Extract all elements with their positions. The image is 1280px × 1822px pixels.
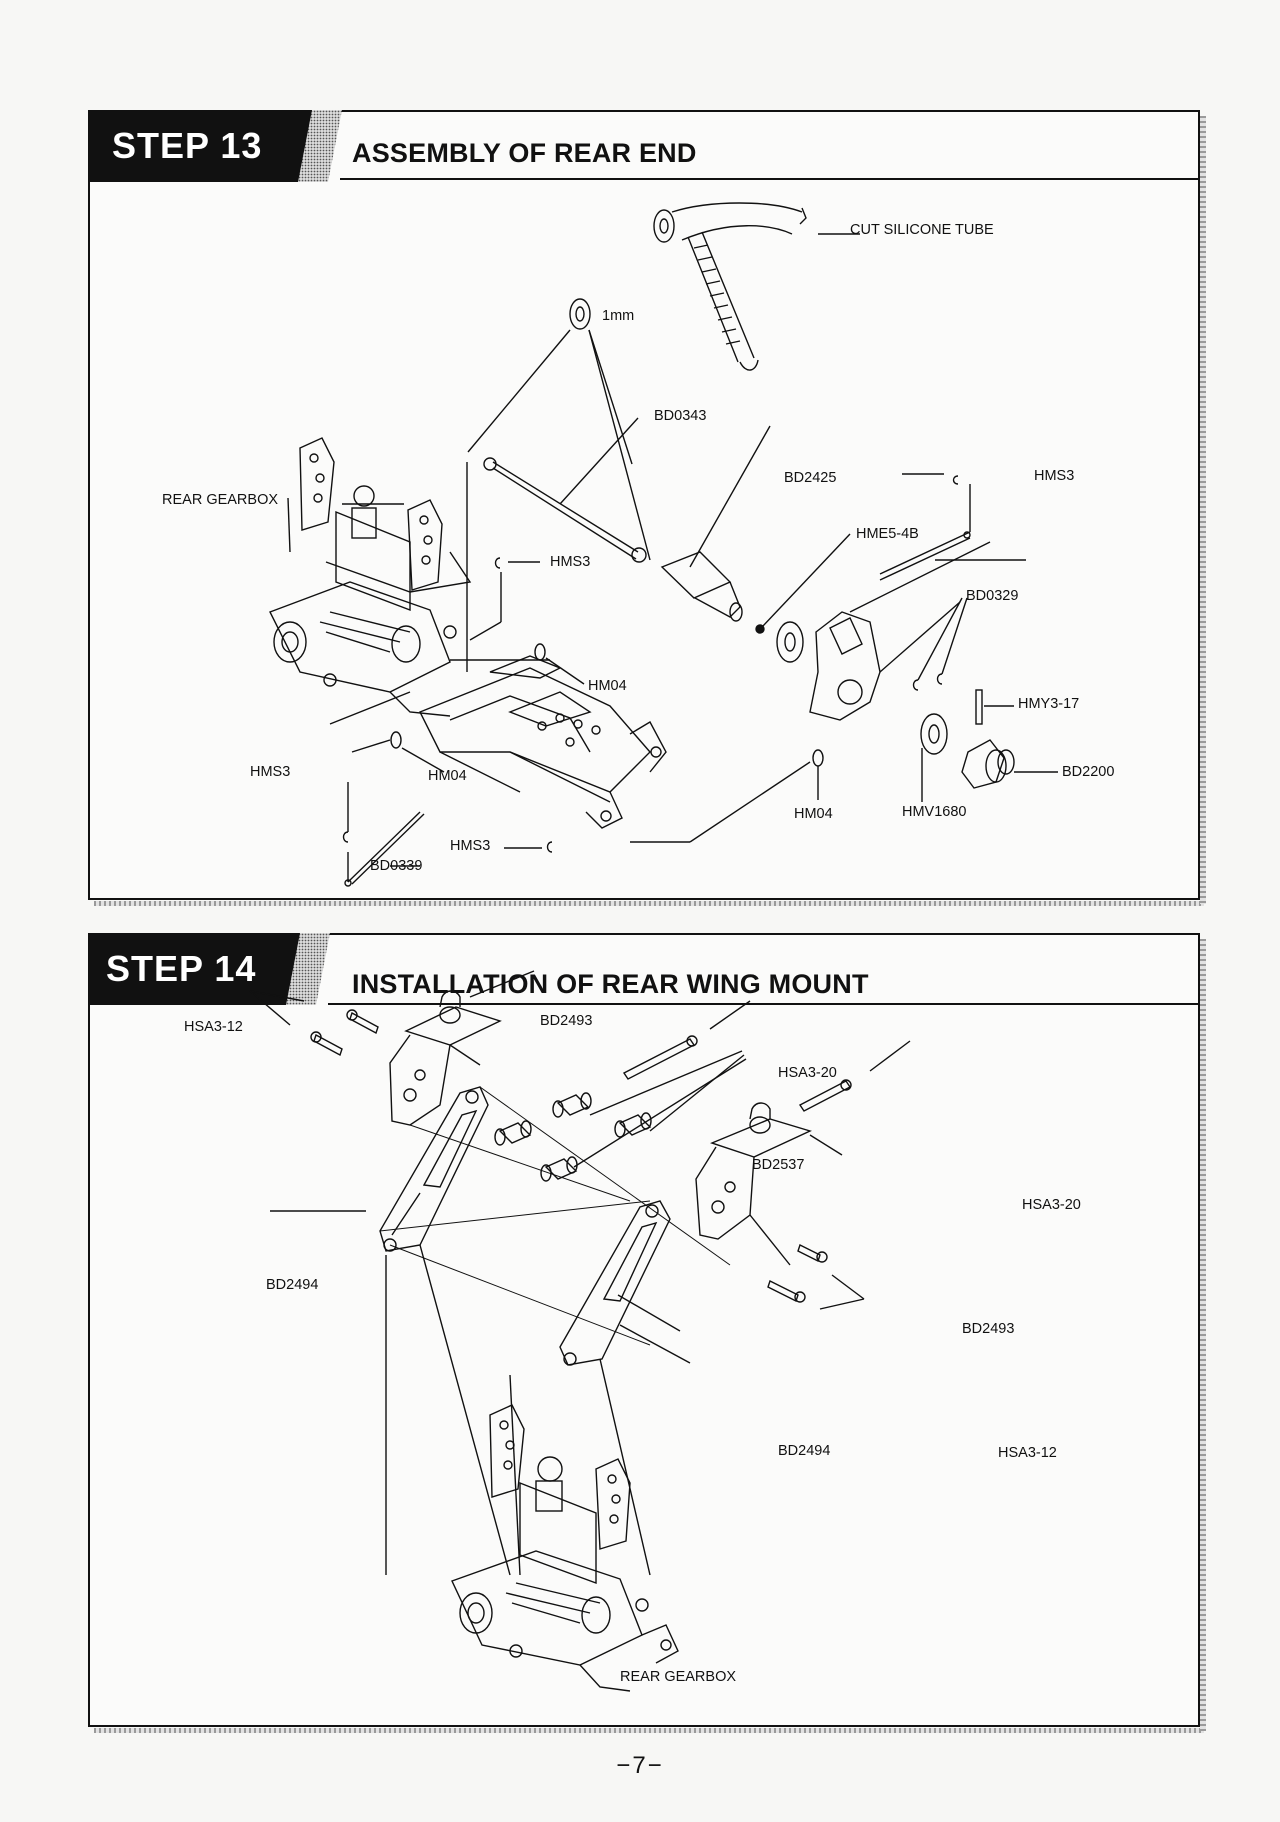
- page-number: −7−: [616, 1752, 664, 1779]
- label-bd2200: BD2200: [1062, 764, 1115, 780]
- rear-wing-mount-exploded-drawing: [249, 970, 911, 1692]
- screw-hsa3-20-right: [798, 1040, 911, 1112]
- lower-arm-drawing: [419, 655, 667, 829]
- screws-hsa3-12-right: [767, 1244, 865, 1310]
- step-14-panel: STEP 14 INSTALLATION OF REAR WING MOUNT: [88, 933, 1206, 1733]
- drive-shaft-drawing: [483, 417, 647, 563]
- label-bd0339: BD0339: [370, 858, 423, 874]
- hub-carrier-drawing: [809, 541, 991, 721]
- hinge-pin-upper: [879, 531, 971, 575]
- label-bd0329: BD0329: [966, 588, 1019, 604]
- label-hms3-left: HMS3: [250, 764, 291, 780]
- bracket-bd2493-top: [389, 970, 535, 1126]
- silicone-tube-drawing: [653, 202, 860, 371]
- label-hsa3-12-right: HSA3-12: [998, 1445, 1057, 1461]
- step-14-tab: STEP 14: [88, 933, 288, 1005]
- tab-slope-shading: [286, 933, 330, 1005]
- label-hsa3-12-left: HSA3-12: [184, 1019, 243, 1035]
- label-bd2494-bottom: BD2494: [778, 1443, 831, 1459]
- spacers-bd2537: [494, 1050, 747, 1182]
- screws-hsa3-12-left: [249, 990, 379, 1057]
- label-hm04-right: HM04: [794, 806, 833, 822]
- bracket-bd2493-right: [695, 1102, 843, 1266]
- step-13-panel: STEP 13 ASSEMBLY OF REAR END: [88, 110, 1206, 906]
- label-hmy3-17: HMY3-17: [1018, 696, 1080, 712]
- label-rear-gearbox: REAR GEARBOX: [162, 492, 279, 508]
- label-hm04-upper: HM04: [588, 678, 627, 694]
- hinge-pin-lower-drawing: [342, 739, 811, 887]
- label-bd2537: BD2537: [752, 1157, 805, 1173]
- label-hmv1680: HMV1680: [902, 804, 967, 820]
- bearing-outer: [920, 713, 948, 755]
- label-hsa3-20-top: HSA3-20: [778, 1065, 837, 1081]
- pin-hmy3-17: [975, 689, 983, 725]
- rear-gearbox-drawing: [451, 1404, 679, 1692]
- label-cut-silicone-tube: CUT SILICONE TUBE: [850, 222, 994, 238]
- page-number-value: 7: [632, 1752, 648, 1779]
- washer-hm04-upper: [534, 643, 546, 661]
- label-hm04-lower: HM04: [428, 768, 467, 784]
- label-bd2494-left: BD2494: [266, 1277, 319, 1293]
- tab-slope-shading: [298, 110, 342, 182]
- screw-hsa3-20-top: [622, 1000, 751, 1080]
- label-hms3-top: HMS3: [1034, 468, 1075, 484]
- title-rule: [328, 1003, 1198, 1005]
- label-bd2425: BD2425: [784, 470, 837, 486]
- wheel-hex-drawing: [961, 739, 1058, 789]
- step-13-tab: STEP 13: [88, 110, 300, 182]
- label-bd2493-top: BD2493: [540, 1013, 593, 1029]
- upright-bd2494-right: [509, 1200, 691, 1576]
- label-1mm: 1mm: [602, 308, 635, 324]
- label-hms3-mid: HMS3: [550, 554, 591, 570]
- shim-1mm: [569, 298, 591, 330]
- step-13-title: ASSEMBLY OF REAR END: [352, 138, 697, 168]
- label-hsa3-20-right: HSA3-20: [1022, 1197, 1081, 1213]
- label-bd0343: BD0343: [654, 408, 707, 424]
- rear-axle-drawing: [660, 425, 851, 634]
- label-rear-gearbox: REAR GEARBOX: [620, 1669, 737, 1685]
- label-hme5-4b: HME5-4B: [856, 526, 919, 542]
- label-bd2493-right: BD2493: [962, 1321, 1015, 1337]
- rear-gearbox-drawing: [269, 437, 550, 725]
- title-rule: [340, 178, 1198, 180]
- rear-end-exploded-drawing: [269, 202, 1058, 887]
- step-14-title: INSTALLATION OF REAR WING MOUNT: [352, 969, 869, 999]
- e-clip-hms3-mid: [494, 557, 501, 569]
- upright-bd2494-left: [270, 1086, 511, 1576]
- washer-hm04-lower: [390, 731, 402, 749]
- bearing-inner: [776, 621, 804, 663]
- label-hms3-bottom: HMS3: [450, 838, 491, 854]
